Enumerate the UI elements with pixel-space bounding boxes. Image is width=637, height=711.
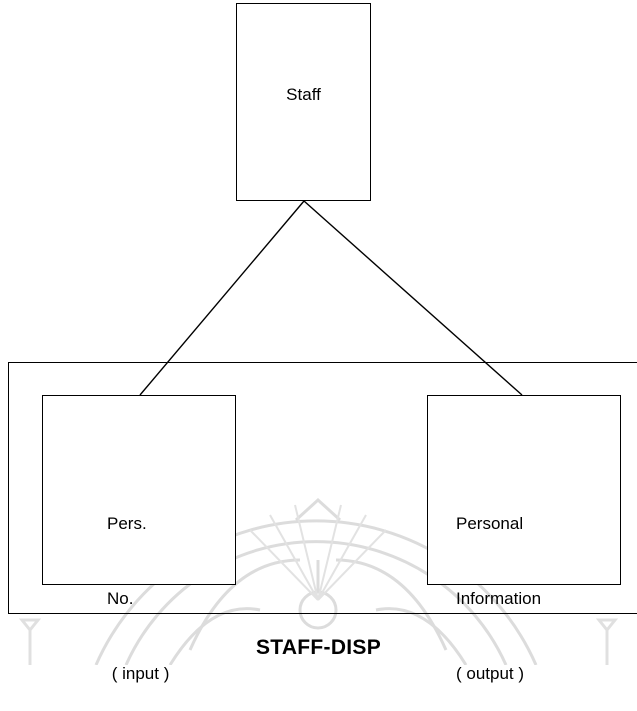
parent-node-label: Staff bbox=[286, 85, 321, 104]
child-node-output-line-1: Personal bbox=[456, 514, 524, 533]
child-node-output-label: Personal Information ( output ) bbox=[456, 461, 541, 711]
child-node-input-label: Pers. No. ( input ) bbox=[107, 461, 169, 711]
child-node-input-box bbox=[42, 395, 236, 585]
diagram-caption: STAFF-DISP bbox=[255, 636, 382, 659]
module-container-box bbox=[8, 362, 637, 614]
child-node-input-line-1: Pers. bbox=[107, 514, 147, 533]
child-node-input-line-2: No. bbox=[107, 589, 134, 608]
child-node-output-box bbox=[427, 395, 621, 585]
child-node-output-line-2: Information bbox=[456, 589, 542, 608]
parent-node-box bbox=[236, 3, 371, 201]
